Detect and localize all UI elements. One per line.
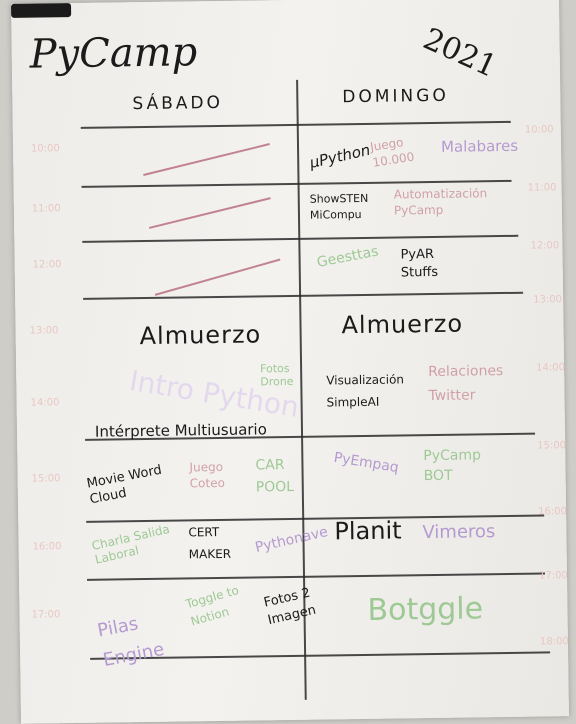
hour-label-left-4: 13:00: [29, 325, 59, 337]
session-vimeros: Vimeros: [422, 521, 496, 544]
session-pycamp-bot: PyCamp BOT: [423, 447, 482, 485]
lunch-sunday: Almuerzo: [341, 309, 464, 340]
hour-label-left-7: 16:00: [32, 541, 62, 553]
session-toggle-to-notion: Toggle to Notion: [184, 582, 241, 629]
session-cert-maker: CERT MAKER: [188, 525, 232, 562]
session-pyempaq: PyEmpaq: [332, 449, 400, 477]
row-line-4: [83, 291, 524, 300]
flipchart-paper: PyCamp 2021 SÁBADO DOMINGO µPython Juego…: [11, 0, 569, 724]
session-car-pool: CAR POOL: [255, 457, 295, 496]
hour-label-right-9: 18:00: [539, 636, 569, 648]
header-sunday: DOMINGO: [342, 85, 449, 108]
hour-label-right-1: 10:00: [524, 124, 554, 136]
row-line-7: [87, 572, 546, 581]
session-juego-10000: Juego 10.000: [369, 135, 416, 170]
board-title: PyCamp: [29, 29, 198, 78]
session-malabares: Malabares: [440, 136, 519, 156]
hour-label-right-8: 17:00: [538, 570, 568, 582]
session-charla-salida-laboral: Charla Salida Laboral: [90, 521, 171, 567]
hour-label-right-6: 15:00: [537, 440, 567, 452]
lunch-saturday: Almuerzo: [139, 320, 262, 351]
hour-label-right-3: 12:00: [530, 240, 560, 252]
empty-slot-mark-2: [148, 197, 271, 229]
hour-label-right-5: 14:00: [536, 362, 566, 374]
hour-label-left-5: 14:00: [30, 397, 60, 409]
hour-label-left-1: 10:00: [30, 143, 60, 155]
session-fotos-2-imagen: Fotos 2 Imagen: [262, 585, 318, 629]
session-pyar-stuffs: PyAR Stuffs: [400, 246, 439, 281]
session-botggle: Botggle: [367, 591, 484, 628]
session-pilas-engine: Pilas Engine: [95, 613, 166, 672]
hour-label-right-2: 11:00: [527, 182, 557, 194]
hour-label-left-2: 11:00: [31, 203, 61, 215]
empty-slot-mark-3: [154, 258, 281, 296]
session-planit: Planit: [334, 516, 402, 546]
hour-label-left-3: 12:00: [32, 259, 62, 271]
hour-label-right-4: 13:00: [533, 294, 563, 306]
session-pythonave: Pythonave: [253, 523, 330, 556]
hour-label-right-7: 16:00: [538, 506, 568, 518]
session-fotos-drone: Fotos Drone: [260, 362, 294, 389]
session-relaciones-twitter: Relaciones Twitter: [428, 363, 504, 405]
session-micropython: µPython: [307, 140, 372, 172]
marker-pen: [11, 3, 72, 18]
header-saturday: SÁBADO: [132, 92, 224, 115]
session-interprete-multiusuario: Intérprete Multiusuario: [94, 420, 267, 441]
session-movie-word-cloud: Movie Word Cloud: [85, 462, 164, 508]
session-geesttas: Geesttas: [315, 243, 380, 271]
empty-slot-mark-1: [143, 143, 270, 176]
board-year: 2021: [417, 21, 502, 85]
session-juego-coteo: Juego Coteo: [189, 459, 225, 491]
session-automatizacion: Automatización PyCamp: [393, 186, 488, 218]
session-showsten: ShowSTEN MiCompu: [309, 191, 369, 222]
hour-label-left-6: 15:00: [31, 473, 61, 485]
hour-label-left-8: 17:00: [31, 609, 61, 621]
session-visualizacion-simpleai: Visualización SimpleAI: [326, 372, 405, 410]
